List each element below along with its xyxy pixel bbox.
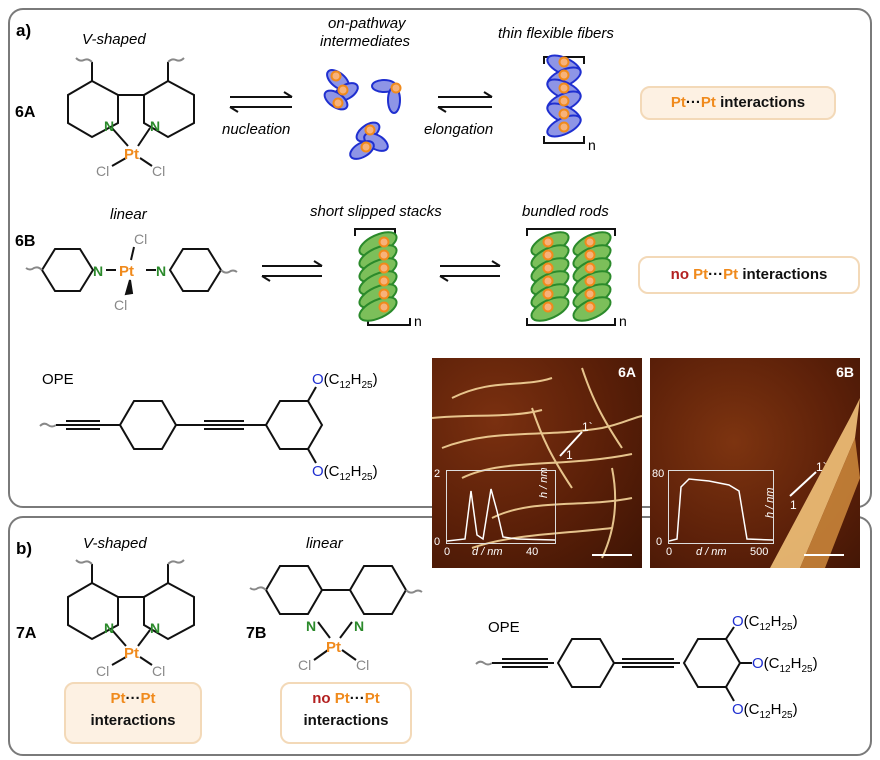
no-pt-interactions-box-7B: no Pt···Pt interactions (280, 682, 412, 744)
ope-b-sub-2: O(C12H25) (752, 655, 818, 675)
7B-cl-left: Cl (298, 657, 311, 673)
afm-6A-profile-inset (446, 470, 556, 544)
molecule-6A-shape: V-shaped (82, 31, 146, 48)
6A-n-left: N (104, 118, 114, 134)
afm-6B-scalebar (804, 554, 844, 556)
stacks-label: short slipped stacks (310, 203, 442, 220)
afm-6A-ymax: 2 (434, 468, 441, 480)
intermediates-pt-dots (330, 70, 402, 153)
6B-n-right: N (156, 263, 166, 279)
afm-6B-label: 6B (836, 364, 854, 380)
molecule-6B-shape: linear (110, 206, 148, 223)
arrow-label-elongation: elongation (424, 121, 493, 138)
afm-6B-xmax: 500 (750, 546, 769, 558)
6B-n-left: N (93, 263, 103, 279)
afm-6B-ymax: 80 (652, 468, 665, 480)
afm-6A-fibers (432, 367, 642, 559)
molecule-6B (25, 246, 238, 296)
6A-cl-right: Cl (152, 163, 165, 179)
7A-n-left: N (104, 620, 114, 636)
6B-pt: Pt (119, 263, 134, 280)
ope-a-sub-top: O(C12H25) (312, 371, 378, 391)
equilibrium-arrow-3 (261, 260, 501, 282)
afm-6A-ylabel: h / nm (538, 467, 550, 498)
molecule-7A (67, 559, 195, 666)
molecule-7B-id: 7B (246, 625, 266, 642)
7B-pt: Pt (326, 639, 341, 656)
fibers-label: thin flexible fibers (498, 25, 614, 42)
afm-6A-xmin: 0 (444, 546, 451, 558)
afm-6B-profile-inset (668, 470, 774, 544)
ope-b-sub-3: O(C12H25) (732, 701, 798, 721)
molecule-7B-shape: linear (306, 535, 344, 552)
intermediates-label-line2: intermediates (320, 33, 411, 50)
molecule-7B (249, 565, 423, 661)
afm-6A-profile-plot (447, 488, 555, 542)
molecule-6A-id: 6A (15, 104, 36, 121)
afm-6B-rod (770, 398, 860, 568)
ope-b-structure (475, 626, 752, 702)
afm-6A-xlabel: d / nm (472, 546, 503, 558)
6A-n-right: N (150, 118, 160, 134)
afm-image-6A: 6A 1` 1 2 0 0 40 d / nm h / nm (432, 358, 642, 568)
panel-b-label: b) (16, 539, 32, 558)
afm-6A-xmax: 40 (526, 546, 539, 558)
afm-6B-ylabel: h / nm (764, 487, 776, 518)
rods-label: bundled rods (522, 203, 609, 220)
7A-n-right: N (150, 620, 160, 636)
fibers-stack (543, 54, 585, 144)
afm-6B-ymin: 0 (656, 536, 663, 548)
molecule-7A-id: 7A (16, 625, 37, 642)
afm-6A-scalebar (592, 554, 632, 556)
afm-6A-mark-bottom: 1 (566, 448, 573, 462)
7A-cl-right: Cl (152, 663, 165, 679)
rods-n: n (619, 313, 627, 329)
afm-6B-xlabel: d / nm (696, 546, 727, 558)
fibers-n: n (588, 137, 596, 153)
ope-b-label: OPE (488, 619, 520, 636)
afm-6B-mark-bottom: 1 (790, 498, 797, 512)
afm-6A-label: 6A (618, 364, 636, 380)
equilibrium-arrow-2 (437, 91, 493, 113)
afm-6B-mark-top: 1` (816, 460, 827, 474)
7A-cl-left: Cl (96, 663, 109, 679)
ope-a-label: OPE (42, 371, 74, 388)
slipped-stacks (354, 228, 411, 326)
6B-cl-top: Cl (134, 231, 147, 247)
7B-cl-right: Cl (356, 657, 369, 673)
arrow-label-nucleation: nucleation (222, 121, 290, 138)
6A-cl-left: Cl (96, 163, 109, 179)
pt-interactions-box-6A: Pt···Pt interactions (640, 86, 836, 120)
molecule-6A (67, 57, 195, 167)
7A-pt: Pt (124, 645, 139, 662)
afm-image-6B: 6B 1` 1 80 0 0 500 d / nm h / nm (650, 358, 860, 568)
6B-cl-bottom: Cl (114, 297, 127, 313)
afm-6A-ymin: 0 (434, 536, 441, 548)
6A-pt: Pt (124, 146, 139, 163)
7B-n-right: N (354, 618, 364, 634)
panel-a-label: a) (16, 21, 31, 40)
afm-6A-mark-top: 1` (582, 420, 593, 434)
afm-6B-xmin: 0 (666, 546, 673, 558)
ope-b-sub-1: O(C12H25) (732, 613, 798, 633)
ope-a-structure (39, 386, 324, 464)
intermediates-label-line1: on-pathway (328, 15, 407, 32)
no-pt-interactions-box-6B: no Pt···Pt interactions (638, 256, 860, 294)
molecule-7A-shape: V-shaped (83, 535, 147, 552)
afm-6B-profile-plot (669, 478, 773, 542)
pt-interactions-box-7A: Pt···Pt interactions (64, 682, 202, 744)
stacks-n: n (414, 313, 422, 329)
bundled-rods (526, 228, 616, 326)
equilibrium-arrow-1 (229, 91, 293, 113)
ope-a-sub-bottom: O(C12H25) (312, 463, 378, 483)
molecule-6B-id: 6B (15, 233, 35, 250)
7B-n-left: N (306, 618, 316, 634)
